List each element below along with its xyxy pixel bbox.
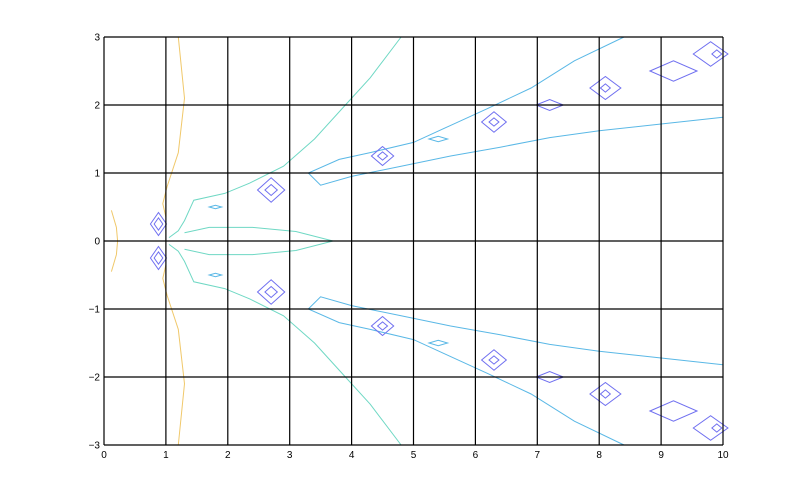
contour-ring-15	[488, 355, 500, 365]
contour-line-3	[168, 36, 402, 239]
contour-ring-18	[589, 381, 622, 407]
contour-ring-5	[264, 183, 279, 197]
x-tick-label: 0	[101, 450, 107, 461]
contour-ring-17	[599, 83, 612, 93]
contour-ring-11	[376, 321, 389, 331]
x-tick-label: 2	[225, 450, 231, 461]
contour-ring-6	[256, 279, 286, 305]
contour-ring-10	[370, 315, 395, 337]
contour-ring-7	[264, 285, 279, 299]
contour-ring-24	[692, 415, 729, 441]
y-tick-label: 0	[94, 237, 100, 248]
contour-ring-16	[589, 75, 622, 101]
contour-line-4	[168, 243, 402, 446]
x-tick-label: 3	[287, 450, 293, 461]
x-tick-label: 5	[411, 450, 417, 461]
contour-ring-12	[480, 111, 508, 133]
y-tick-label: −2	[89, 373, 101, 384]
contour-line-0	[162, 36, 186, 218]
contour-ring-13	[488, 117, 500, 127]
grid-lines	[103, 36, 724, 446]
x-tick-label: 7	[535, 450, 541, 461]
x-tick-label: 6	[473, 450, 479, 461]
y-axis-ticks: −3 −2 −1 0 1 2 3	[89, 33, 101, 452]
contour-ring-20	[648, 60, 699, 82]
x-tick-label: 4	[349, 450, 355, 461]
contour-ring-31	[207, 272, 224, 278]
contour-ring-14	[480, 349, 508, 371]
x-tick-label: 9	[658, 450, 664, 461]
contour-ring-2	[149, 245, 168, 271]
contour-ring-21	[648, 400, 699, 422]
y-tick-label: −3	[89, 441, 101, 452]
contour-ring-25	[711, 423, 723, 433]
contour-line-1	[162, 264, 186, 446]
x-tick-label: 8	[596, 450, 602, 461]
contour-ring-1	[153, 217, 164, 231]
y-tick-label: −1	[89, 305, 101, 316]
y-tick-label: 2	[94, 101, 100, 112]
contour-ring-4	[256, 177, 286, 203]
x-tick-label: 10	[717, 450, 729, 461]
contour-ring-8	[370, 145, 395, 167]
contour-ring-9	[376, 151, 389, 161]
contour-ring-19	[599, 389, 612, 399]
contour-ring-3	[153, 251, 164, 265]
contour-ring-29	[427, 339, 450, 347]
y-tick-label: 1	[94, 169, 100, 180]
x-tick-label: 1	[163, 450, 169, 461]
contour-ring-22	[692, 41, 729, 67]
contour-ring-0	[149, 211, 168, 237]
contour-ring-28	[427, 135, 450, 143]
contour-ring-30	[207, 204, 224, 210]
contour-ring-23	[711, 49, 723, 59]
y-tick-label: 3	[94, 33, 100, 44]
x-axis-ticks: 0 1 2 3 4 5 6 7 8 9 10	[101, 450, 729, 461]
